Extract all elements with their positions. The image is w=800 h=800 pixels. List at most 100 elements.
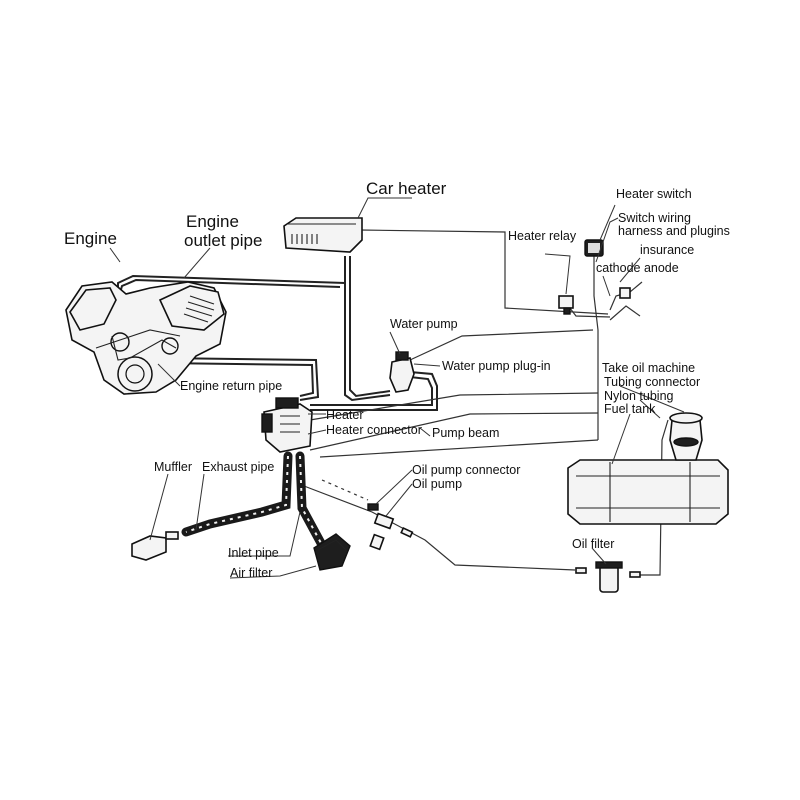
pipes-and-wires [117,229,669,576]
exhaust-hose-ribs [185,455,289,533]
leader-outlet-pipe [183,247,211,279]
label-heater-switch: Heater switch [616,187,692,201]
oil-pump-part [367,503,414,551]
label-oil-pump: Oil pump [412,477,462,491]
muffler-outlet [165,531,179,540]
car-heater-down-pipe [344,256,391,402]
label-tubing-connector: Tubing connector [604,375,700,389]
water-pump-to-heater-pipe-2 [310,376,433,406]
label-cathode-anode: cathode anode [596,261,679,275]
oil-filter-part [575,561,641,593]
water-pump-cap [395,351,409,361]
inlet-hose-ribs [299,455,323,546]
oil-filter-right-fitting [629,571,641,578]
heater-relay-part [558,295,574,315]
engine-right-head [158,285,225,331]
engine-return-pipe-line-2 [159,362,315,397]
heater-relay-plug [563,307,571,315]
engine-part [65,281,227,395]
engine-pulley-large [117,356,153,392]
leader-nylon-tubing [639,399,661,419]
take-oil-machine-flange [673,437,699,447]
leader-oil-pump [385,483,413,517]
air-filter-body [313,533,351,571]
heater-switch-face [588,243,600,253]
heater-unit-detail [280,415,300,433]
labels: Engine Engine outlet pipe Car heater Hea… [64,179,730,580]
heater-unit-side [261,413,273,433]
label-engine: Engine [64,229,117,248]
fuel-tank-body [567,459,729,525]
leader-muffler [149,473,169,541]
muffler-part [131,531,179,561]
oil-filter-body [599,565,619,593]
oil-pump-plug [369,533,385,551]
leader-engine [109,247,121,263]
oil-filter-left-fitting [575,567,587,574]
fuel-line-to-pump [303,485,576,571]
leader-oil-filter [591,547,607,565]
leader-exhaust [195,473,205,531]
fuse-part [619,287,631,299]
switch-wire [593,256,599,440]
leader-heater-relay [544,253,571,295]
car-heater-down-pipe-2 [349,256,391,398]
pump-beam-wire [319,439,599,458]
label-heater-connector: Heater connector [326,423,422,437]
leader-lines [109,197,685,579]
fuel-tank-part [567,412,729,525]
heater-relay-body [558,295,574,309]
oil-pump-fitting [400,527,414,538]
label-air-filter: Air filter [230,566,272,580]
label-water-pump-plug-in: Water pump plug-in [442,359,551,373]
engine-pulley-right [161,337,179,355]
engine-front [95,329,181,349]
oil-filter-cap [595,561,623,569]
water-pump-plug-in-wire [409,329,594,361]
fuse-body [619,287,631,299]
engine-return-pipe-line [159,357,320,401]
leader-heater-switch [599,204,616,241]
engine-fins [183,295,215,323]
label-switch-wiring-line2: harness and plugins [618,224,730,238]
engine-pulley-large-hub [125,364,145,384]
label-muffler: Muffler [154,460,192,474]
leader-fuel-tank [611,413,631,465]
air-filter-rim [317,539,347,551]
car-heater-part [283,217,363,253]
label-oil-pump-connector: Oil pump connector [412,463,520,477]
label-engine-outlet-pipe-line1: Engine [186,212,239,231]
hoses [181,451,327,550]
engine-left-head [69,287,117,331]
leader-switch-wiring [595,217,619,263]
muffler-body [131,535,167,561]
leader-pump-beam [419,427,431,437]
car-heater-vents [291,234,318,244]
label-oil-filter: Oil filter [572,537,614,551]
heater-unit-top [275,397,299,409]
heater-harness-wire-2 [309,412,599,451]
engine-pulley-small [110,332,130,352]
leader-tubing-connector [619,385,685,413]
engine-belt [111,335,177,361]
inlet-hose [295,451,327,550]
leader-engine-return [157,363,181,387]
car-heater-wire [359,229,609,315]
fuel-line-dash [321,479,369,501]
leader-oil-pump-connector [375,469,413,505]
label-take-oil-machine: Take oil machine [602,361,695,375]
label-engine-outlet-pipe-line2: outlet pipe [184,231,262,250]
label-pump-beam: Pump beam [432,426,499,440]
leader-car-heater [357,197,412,219]
water-pump-body [389,357,415,393]
label-car-heater: Car heater [366,179,447,198]
leader-inlet-pipe [228,511,301,557]
leader-air-filter [229,565,317,579]
cathode-wire [609,305,641,321]
heater-unit-part [261,397,313,453]
label-inlet-pipe: Inlet pipe [228,546,279,560]
oil-pump-body [373,512,395,530]
label-nylon-tubing: Nylon tubing [604,389,674,403]
air-filter-part [313,533,351,571]
label-engine-return-pipe: Engine return pipe [180,379,282,393]
